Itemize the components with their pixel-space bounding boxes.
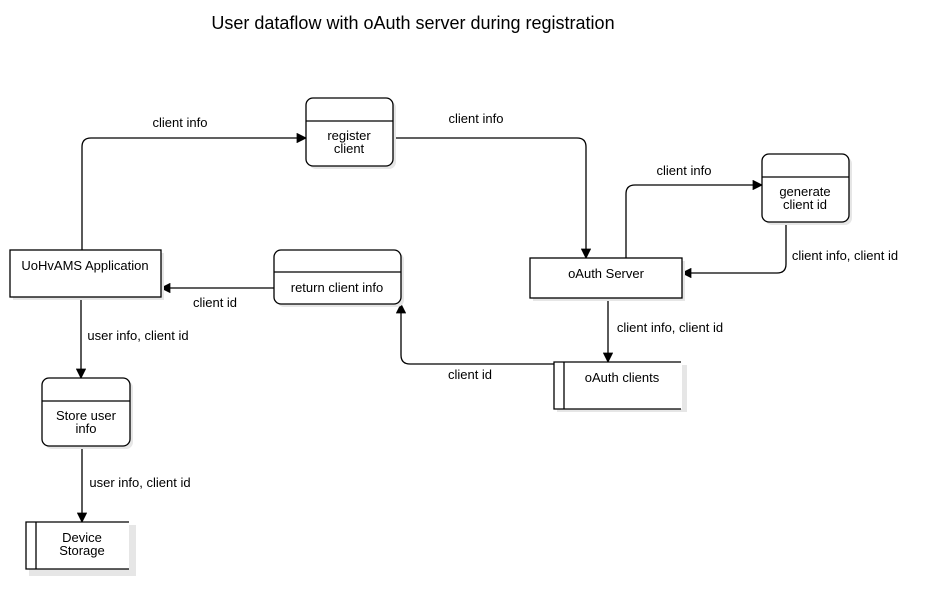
node-label-device-storage-1: Device	[62, 530, 102, 545]
node-label-return-client-info: return client info	[291, 280, 384, 295]
edge-generate-to-server: client info, client id	[680, 222, 898, 279]
edge-label-server-to-clients: client info, client id	[617, 320, 723, 335]
node-label-register-client-2: client	[334, 141, 365, 156]
node-label-generate-client-id-2: client id	[783, 197, 827, 212]
node-oauth-clients: oAuth clients	[553, 361, 687, 412]
node-uohvams-application: UoHvAMS Application	[9, 249, 164, 300]
edge-server-to-clients: client info, client id	[602, 298, 723, 364]
node-label-store-user-info-1: Store user	[56, 408, 117, 423]
edge-label-clients-to-return: client id	[448, 367, 492, 382]
edge-clients-to-return: client id	[395, 302, 554, 382]
edge-store-to-device: user info, client id	[76, 446, 191, 524]
edge-register-to-server: client info	[393, 111, 592, 260]
node-store-user-info: Store user info	[41, 377, 133, 449]
edge-label-app-to-register: client info	[153, 115, 208, 130]
edge-label-server-to-generate: client info	[657, 163, 712, 178]
diagram-title: User dataflow with oAuth server during r…	[211, 13, 614, 33]
node-label-device-storage-2: Storage	[59, 543, 105, 558]
edge-label-app-to-store: user info, client id	[87, 328, 188, 343]
node-label-store-user-info-2: info	[76, 421, 97, 436]
node-label-uohvams-application: UoHvAMS Application	[21, 258, 148, 273]
node-device-storage: Device Storage	[25, 521, 136, 576]
edge-label-store-to-device: user info, client id	[89, 475, 190, 490]
node-return-client-info: return client info	[273, 249, 404, 307]
edge-app-to-store: user info, client id	[75, 297, 189, 380]
node-register-client: register client	[305, 97, 396, 169]
edge-label-return-to-app: client id	[193, 295, 237, 310]
node-label-generate-client-id-1: generate	[779, 184, 830, 199]
edge-label-register-to-server: client info	[449, 111, 504, 126]
node-oauth-server: oAuth Server	[529, 257, 685, 301]
node-label-oauth-server: oAuth Server	[568, 266, 645, 281]
edge-server-to-generate: client info	[625, 163, 764, 258]
node-label-register-client-1: register	[327, 128, 371, 143]
edge-label-generate-to-server: client info, client id	[792, 248, 898, 263]
edge-app-to-register: client info	[81, 115, 308, 250]
node-generate-client-id: generate client id	[761, 153, 852, 225]
node-label-oauth-clients: oAuth clients	[585, 370, 660, 385]
edge-return-to-app: client id	[159, 282, 274, 310]
